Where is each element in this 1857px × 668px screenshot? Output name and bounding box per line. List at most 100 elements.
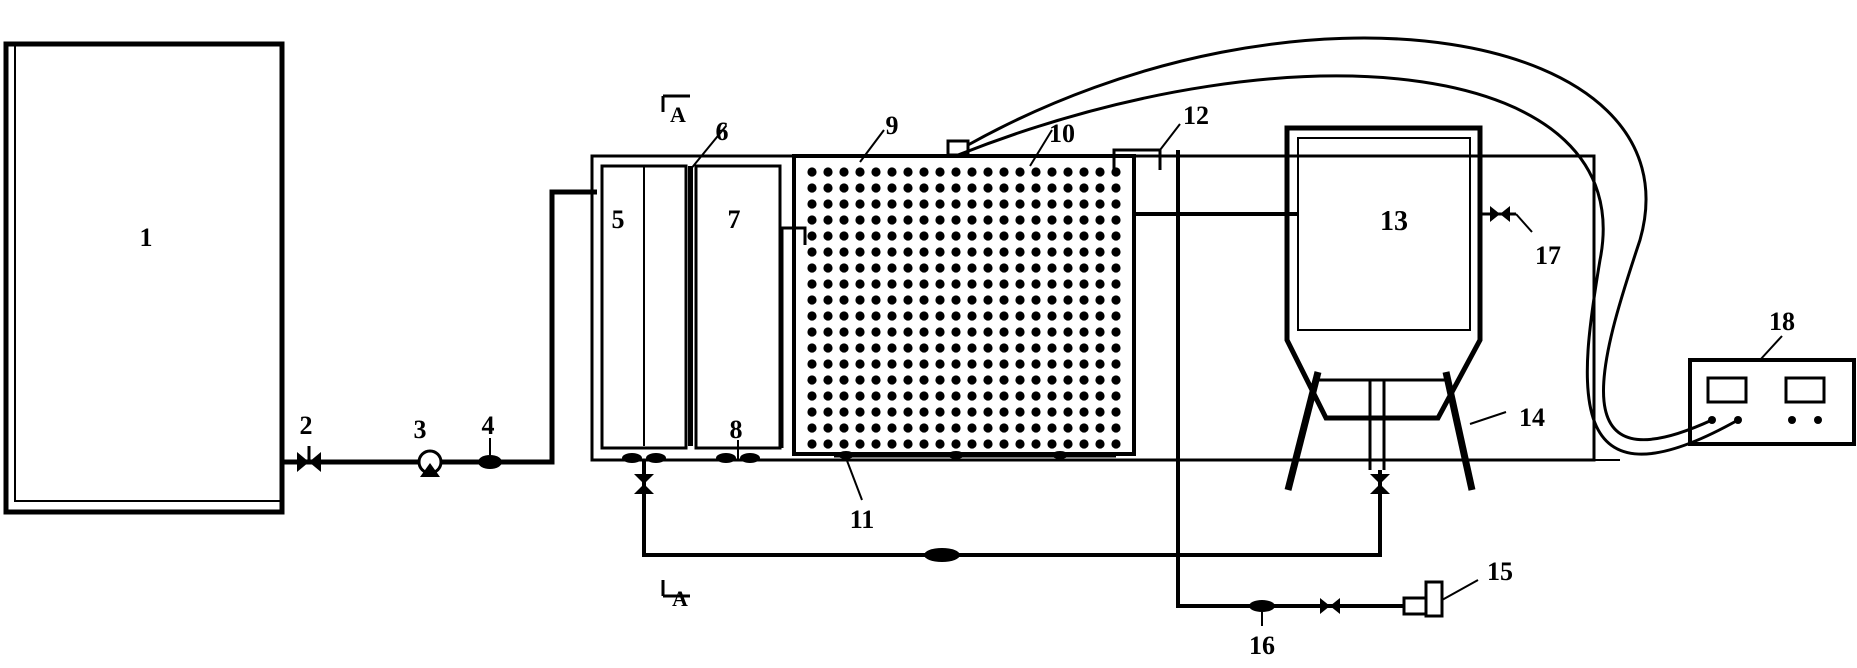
packing-dot (1095, 439, 1105, 449)
packing-dot (887, 215, 897, 225)
packing-dot (935, 391, 945, 401)
packing-dot (1047, 263, 1057, 273)
packing-dot (855, 439, 865, 449)
packing-dot (855, 183, 865, 193)
packing-dot (1095, 279, 1105, 289)
packing-dot (935, 247, 945, 257)
packing-dot (967, 439, 977, 449)
label-6: 6 (716, 117, 729, 146)
packing-dot (1111, 167, 1121, 177)
packing-dot (1111, 439, 1121, 449)
packing-dot (903, 423, 913, 433)
packing-dot (1015, 359, 1025, 369)
packing-dot (967, 423, 977, 433)
packing-dot (1031, 359, 1041, 369)
packing-dot (1095, 327, 1105, 337)
packing-dot (935, 423, 945, 433)
packing-dot (903, 215, 913, 225)
packing-dot (871, 279, 881, 289)
feed-pipe (282, 189, 597, 465)
packing-dot (1015, 215, 1025, 225)
packing-dot (1015, 343, 1025, 353)
packing-dot (935, 375, 945, 385)
label-1: 1 (140, 223, 153, 252)
label-12: 12 (1183, 101, 1209, 130)
packing-dot (919, 343, 929, 353)
packing-dot (1111, 199, 1121, 209)
packing-dot (887, 343, 897, 353)
packing-dot (1031, 199, 1041, 209)
packing-dot (951, 311, 961, 321)
packing-dot (839, 199, 849, 209)
packing-dot (1015, 423, 1025, 433)
label-17: 17 (1535, 241, 1561, 270)
packing-dot (1063, 439, 1073, 449)
packing-dot (823, 423, 833, 433)
packing-dot (1047, 359, 1057, 369)
packing-dot (983, 327, 993, 337)
packing-dot (839, 263, 849, 273)
packing-dot (1031, 439, 1041, 449)
packing-dot (823, 263, 833, 273)
tank-stand (1284, 371, 1476, 491)
packing-dot (887, 423, 897, 433)
packing-dot (919, 231, 929, 241)
packing-dot (951, 263, 961, 273)
packing-dot (919, 263, 929, 273)
packing-dot (1095, 407, 1105, 417)
packing-dot (807, 375, 817, 385)
packing-dot (967, 295, 977, 305)
packing-dot (839, 167, 849, 177)
packing-dot (1047, 343, 1057, 353)
packing-dot (1079, 423, 1089, 433)
packing-dot (855, 199, 865, 209)
packing-dot (871, 375, 881, 385)
packing-dot (983, 295, 993, 305)
packing-dot (855, 391, 865, 401)
packing-dot (855, 279, 865, 289)
packing-dot (967, 343, 977, 353)
packing-dot (839, 215, 849, 225)
packing-dot (919, 199, 929, 209)
packing-dot (1031, 247, 1041, 257)
packing-dot (919, 423, 929, 433)
packing-dot (1047, 295, 1057, 305)
packing-dot (1111, 359, 1121, 369)
packing-dot (823, 311, 833, 321)
packing-dot (919, 215, 929, 225)
label-8: 8 (730, 415, 743, 444)
packing-dot (871, 263, 881, 273)
packing-dot (983, 407, 993, 417)
packing-dot (999, 231, 1009, 241)
packing-dot (1015, 279, 1025, 289)
packing-dot (1031, 231, 1041, 241)
label-14: 14 (1519, 403, 1545, 432)
packing-dot (983, 391, 993, 401)
packing-dot (999, 407, 1009, 417)
packing-dot (951, 199, 961, 209)
packing-dot (999, 439, 1009, 449)
packing-dot (919, 247, 929, 257)
stirrer-5 (622, 418, 666, 463)
packing-dot (823, 167, 833, 177)
packing-dot (967, 167, 977, 177)
packing-dot (1031, 167, 1041, 177)
packing-dot (807, 247, 817, 257)
packing-dot (839, 375, 849, 385)
packing-dot (983, 359, 993, 369)
packing-dot (823, 199, 833, 209)
packing-dot (1015, 231, 1025, 241)
packing-dot (1111, 231, 1121, 241)
packing-dot (807, 199, 817, 209)
packing-dot (839, 183, 849, 193)
packing-dot (855, 247, 865, 257)
packing-dot (951, 183, 961, 193)
packing-dot (1095, 359, 1105, 369)
packing-dot (823, 407, 833, 417)
packing-dot (807, 423, 817, 433)
packing-dot (919, 295, 929, 305)
packing-dot (807, 279, 817, 289)
packing-dot (951, 327, 961, 337)
packing-dot (999, 183, 1009, 193)
packing-dot (935, 231, 945, 241)
